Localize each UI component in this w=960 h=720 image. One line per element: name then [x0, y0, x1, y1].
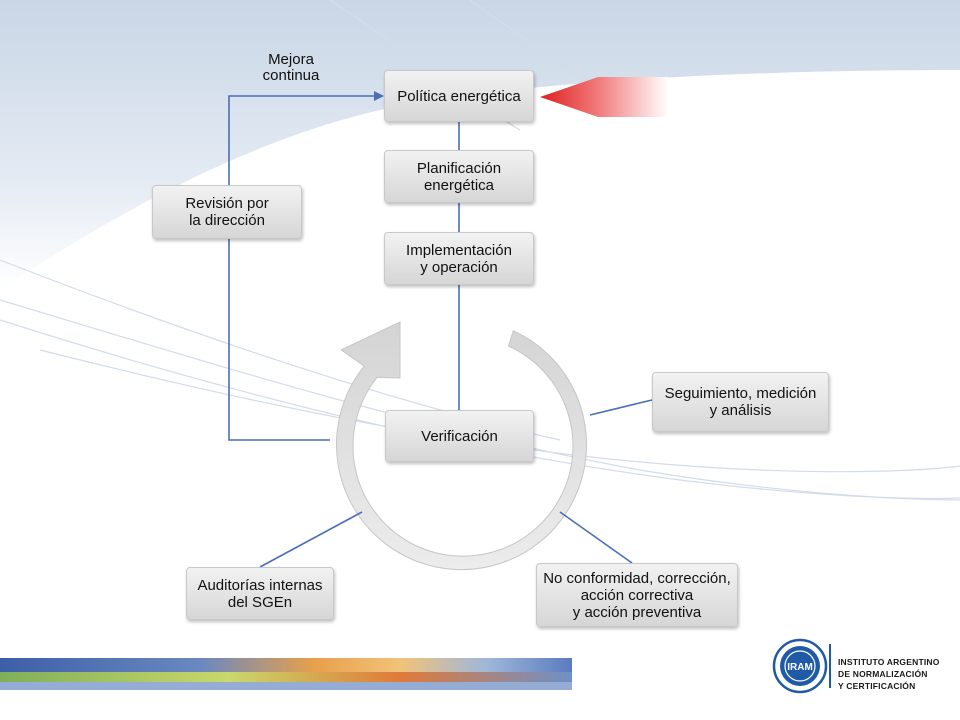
node-label: Auditorías internas del SGEn: [197, 576, 323, 611]
iram-logo: IRAM: [772, 638, 831, 694]
node-no-conformidad[interactable]: No conformidad, corrección, acción corre…: [536, 563, 738, 627]
node-label: Planificación energética: [416, 159, 502, 194]
node-planificacion-energetica[interactable]: Planificación energética: [384, 150, 534, 203]
footer-strip: [0, 658, 572, 672]
node-politica-energetica[interactable]: Política energética: [384, 70, 534, 122]
arrow-head: [374, 91, 384, 101]
connector-lines: [228, 95, 653, 568]
logo-text: INSTITUTO ARGENTINO DE NORMALIZACIÓN Y C…: [838, 656, 940, 692]
node-label: Seguimiento, medición y análisis: [664, 385, 817, 419]
node-implementacion-operacion[interactable]: Implementación y operación: [384, 232, 534, 285]
footer-strip-lower: [0, 672, 572, 682]
node-label: No conformidad, corrección, acción corre…: [543, 569, 731, 621]
cycle-arrow: [336, 321, 587, 571]
logo-line: INSTITUTO ARGENTINO: [838, 657, 940, 667]
node-label: Política energética: [397, 87, 521, 105]
mejora-continua-label: Mejora continua: [262, 51, 320, 84]
logo-emblem-text: IRAM: [787, 662, 813, 673]
node-label: Revisión por la dirección: [185, 195, 269, 229]
node-label: Verificación: [421, 427, 498, 445]
logo-line: Y CERTIFICACIÓN: [838, 681, 916, 691]
node-verificacion[interactable]: Verificación: [385, 410, 534, 462]
logo-line: DE NORMALIZACIÓN: [838, 669, 928, 679]
node-seguimiento-medicion[interactable]: Seguimiento, medición y análisis: [652, 372, 829, 432]
node-auditorias-internas[interactable]: Auditorías internas del SGEn: [186, 567, 334, 620]
red-pointer: [540, 77, 668, 117]
node-label: Implementación y operación: [406, 241, 512, 276]
node-revision-direccion[interactable]: Revisión por la dirección: [152, 185, 302, 239]
